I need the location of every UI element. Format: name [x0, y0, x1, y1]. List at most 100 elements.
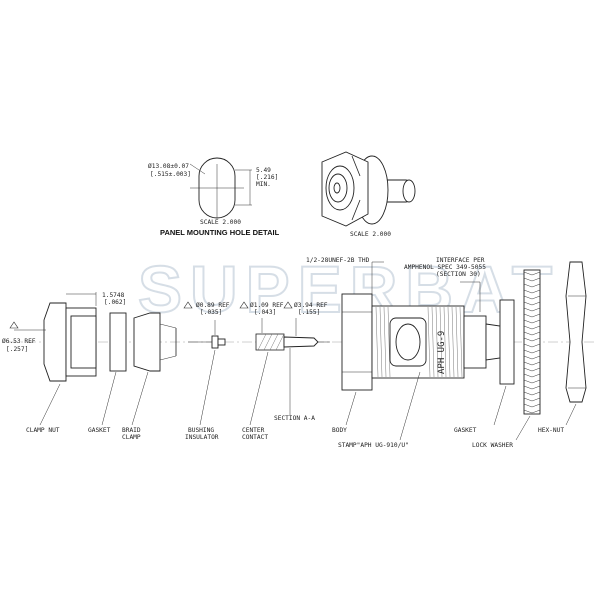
dia-datum-mark-1: [9, 321, 19, 329]
iso-scale-label: SCALE 2.000: [350, 231, 391, 238]
center-contact-pin: [283, 336, 319, 348]
hole-width-inch-label: [.216]: [256, 174, 278, 181]
center-contact-label-1: CENTER: [242, 427, 265, 434]
washer-tooth: [523, 289, 541, 294]
washer-tooth: [523, 349, 541, 354]
stamp-leader: [399, 371, 421, 441]
stamp-label: STAMP"APH UG-910/U": [338, 442, 409, 449]
body-rear-tip: [485, 323, 501, 361]
bushing-head: [211, 335, 219, 349]
panel-hole-detail: Ø13.08±0.07 [.515±.003] 5.49 [.216] MIN.…: [148, 157, 280, 237]
clamp-nut-dia-inch: [.257]: [6, 346, 28, 353]
hole-dia-label: Ø13.08±0.07: [148, 162, 189, 170]
hatch-line: [275, 333, 285, 351]
washer-tooth: [523, 409, 541, 414]
washer-tooth: [523, 373, 541, 378]
center-contact-part: [239, 301, 330, 426]
washer-tooth: [523, 313, 541, 318]
washer-tooth: [523, 385, 541, 390]
body-stamp-text: APH UG-9: [437, 331, 447, 374]
lock-washer-part: [515, 269, 541, 441]
iso-flat-edge-2: [351, 199, 361, 221]
thread-line: [455, 306, 459, 378]
hex-nut-label: HEX-NUT: [538, 427, 564, 434]
body-leader: [345, 391, 357, 426]
clamp-nut-leader: [39, 383, 61, 426]
bushing-label-1: BUSHING: [188, 427, 214, 434]
thread-callout: 1/2-28UNEF-2B THD: [306, 257, 370, 264]
body-rear-shoulder: [463, 315, 487, 369]
interface-note-3: (SECTION 30): [436, 271, 481, 278]
bushing-stem: [217, 338, 226, 346]
bushing-dia-label: Ø0.89 REF: [196, 301, 230, 309]
connector-body-part: APH UG-9: [341, 261, 501, 441]
gasket-2-part: [499, 299, 515, 385]
clamp-nut-thread-bore: [70, 315, 97, 369]
hatch-line: [263, 333, 273, 351]
washer-tooth: [523, 271, 541, 276]
clamp-nut-part: [9, 292, 97, 426]
hole-dia-leader: [189, 163, 206, 175]
body-window-bore: [395, 323, 421, 361]
body-label: BODY: [332, 427, 347, 434]
center-contact-label-2: CONTACT: [242, 434, 268, 441]
washer-tooth: [523, 277, 541, 282]
lock-washer-teeth: [523, 271, 541, 414]
thread-line: [435, 306, 439, 378]
contact-dia-inch-1: [.043]: [254, 309, 276, 316]
dia-datum-mark-4: [283, 301, 293, 309]
thread-line: [383, 306, 387, 378]
washer-tooth: [523, 379, 541, 384]
washer-tooth: [523, 343, 541, 348]
washer-tooth: [523, 295, 541, 300]
thread-line: [451, 306, 455, 378]
clamp-nut-length-label: 1.5748: [102, 292, 125, 299]
iso-flat-edge-1: [351, 155, 361, 177]
clamp-nut-dia-label: Ø6.53 REF: [2, 337, 36, 345]
hex-nut-part: [565, 261, 587, 426]
detail-scale-label: SCALE 2.000: [200, 219, 241, 226]
lock-washer-label: LOCK WASHER: [472, 442, 513, 449]
braid-clamp-taper-bottom: [159, 355, 177, 361]
lock-washer-leader: [515, 415, 531, 441]
bushing-leader: [199, 349, 216, 426]
braid-clamp-label-1: BRAID: [122, 427, 141, 434]
clamp-nut-front-cone: [43, 302, 67, 382]
interface-note-2: AMPHENOL SPEC 349-5055: [404, 264, 486, 271]
bushing-dia-inch: [.035]: [200, 309, 222, 316]
thread-line: [427, 306, 431, 378]
washer-tooth: [523, 301, 541, 306]
dia-datum-mark-2: [183, 301, 193, 309]
hole-width-note: MIN.: [256, 181, 271, 188]
braid-clamp-taper-top: [159, 323, 177, 329]
washer-tooth: [523, 367, 541, 372]
hole-width-label: 5.49: [256, 167, 271, 174]
clamp-nut-label: CLAMP NUT: [26, 427, 60, 434]
thread-line: [439, 306, 443, 378]
washer-tooth: [523, 361, 541, 366]
section-aa-label: SECTION A-A: [274, 415, 315, 422]
hex-nut-leader: [565, 403, 577, 426]
thread-line: [459, 306, 463, 378]
washer-tooth: [523, 355, 541, 360]
gasket-1-label: GASKET: [88, 427, 111, 434]
washer-tooth: [523, 397, 541, 402]
detail-title: PANEL MOUNTING HOLE DETAIL: [160, 228, 280, 237]
center-contact-leader: [249, 351, 269, 426]
washer-tooth: [523, 307, 541, 312]
clamp-nut-length-inch: [.062]: [104, 299, 126, 306]
washer-tooth: [523, 331, 541, 336]
hex-nut-body: [565, 261, 587, 403]
lock-washer-body: [523, 269, 541, 415]
bushing-insulator-part: [183, 301, 226, 426]
thread-line: [375, 306, 379, 378]
iso-center-pin: [333, 182, 341, 194]
braid-clamp-label-2: CLAMP: [122, 434, 141, 441]
braid-clamp-part: [133, 312, 161, 372]
isometric-connector-view: SCALE 2.000: [321, 151, 416, 238]
braid-clamp-leader: [131, 371, 149, 426]
gasket-1-leader: [101, 371, 117, 426]
washer-tooth: [523, 337, 541, 342]
washer-tooth: [523, 391, 541, 396]
